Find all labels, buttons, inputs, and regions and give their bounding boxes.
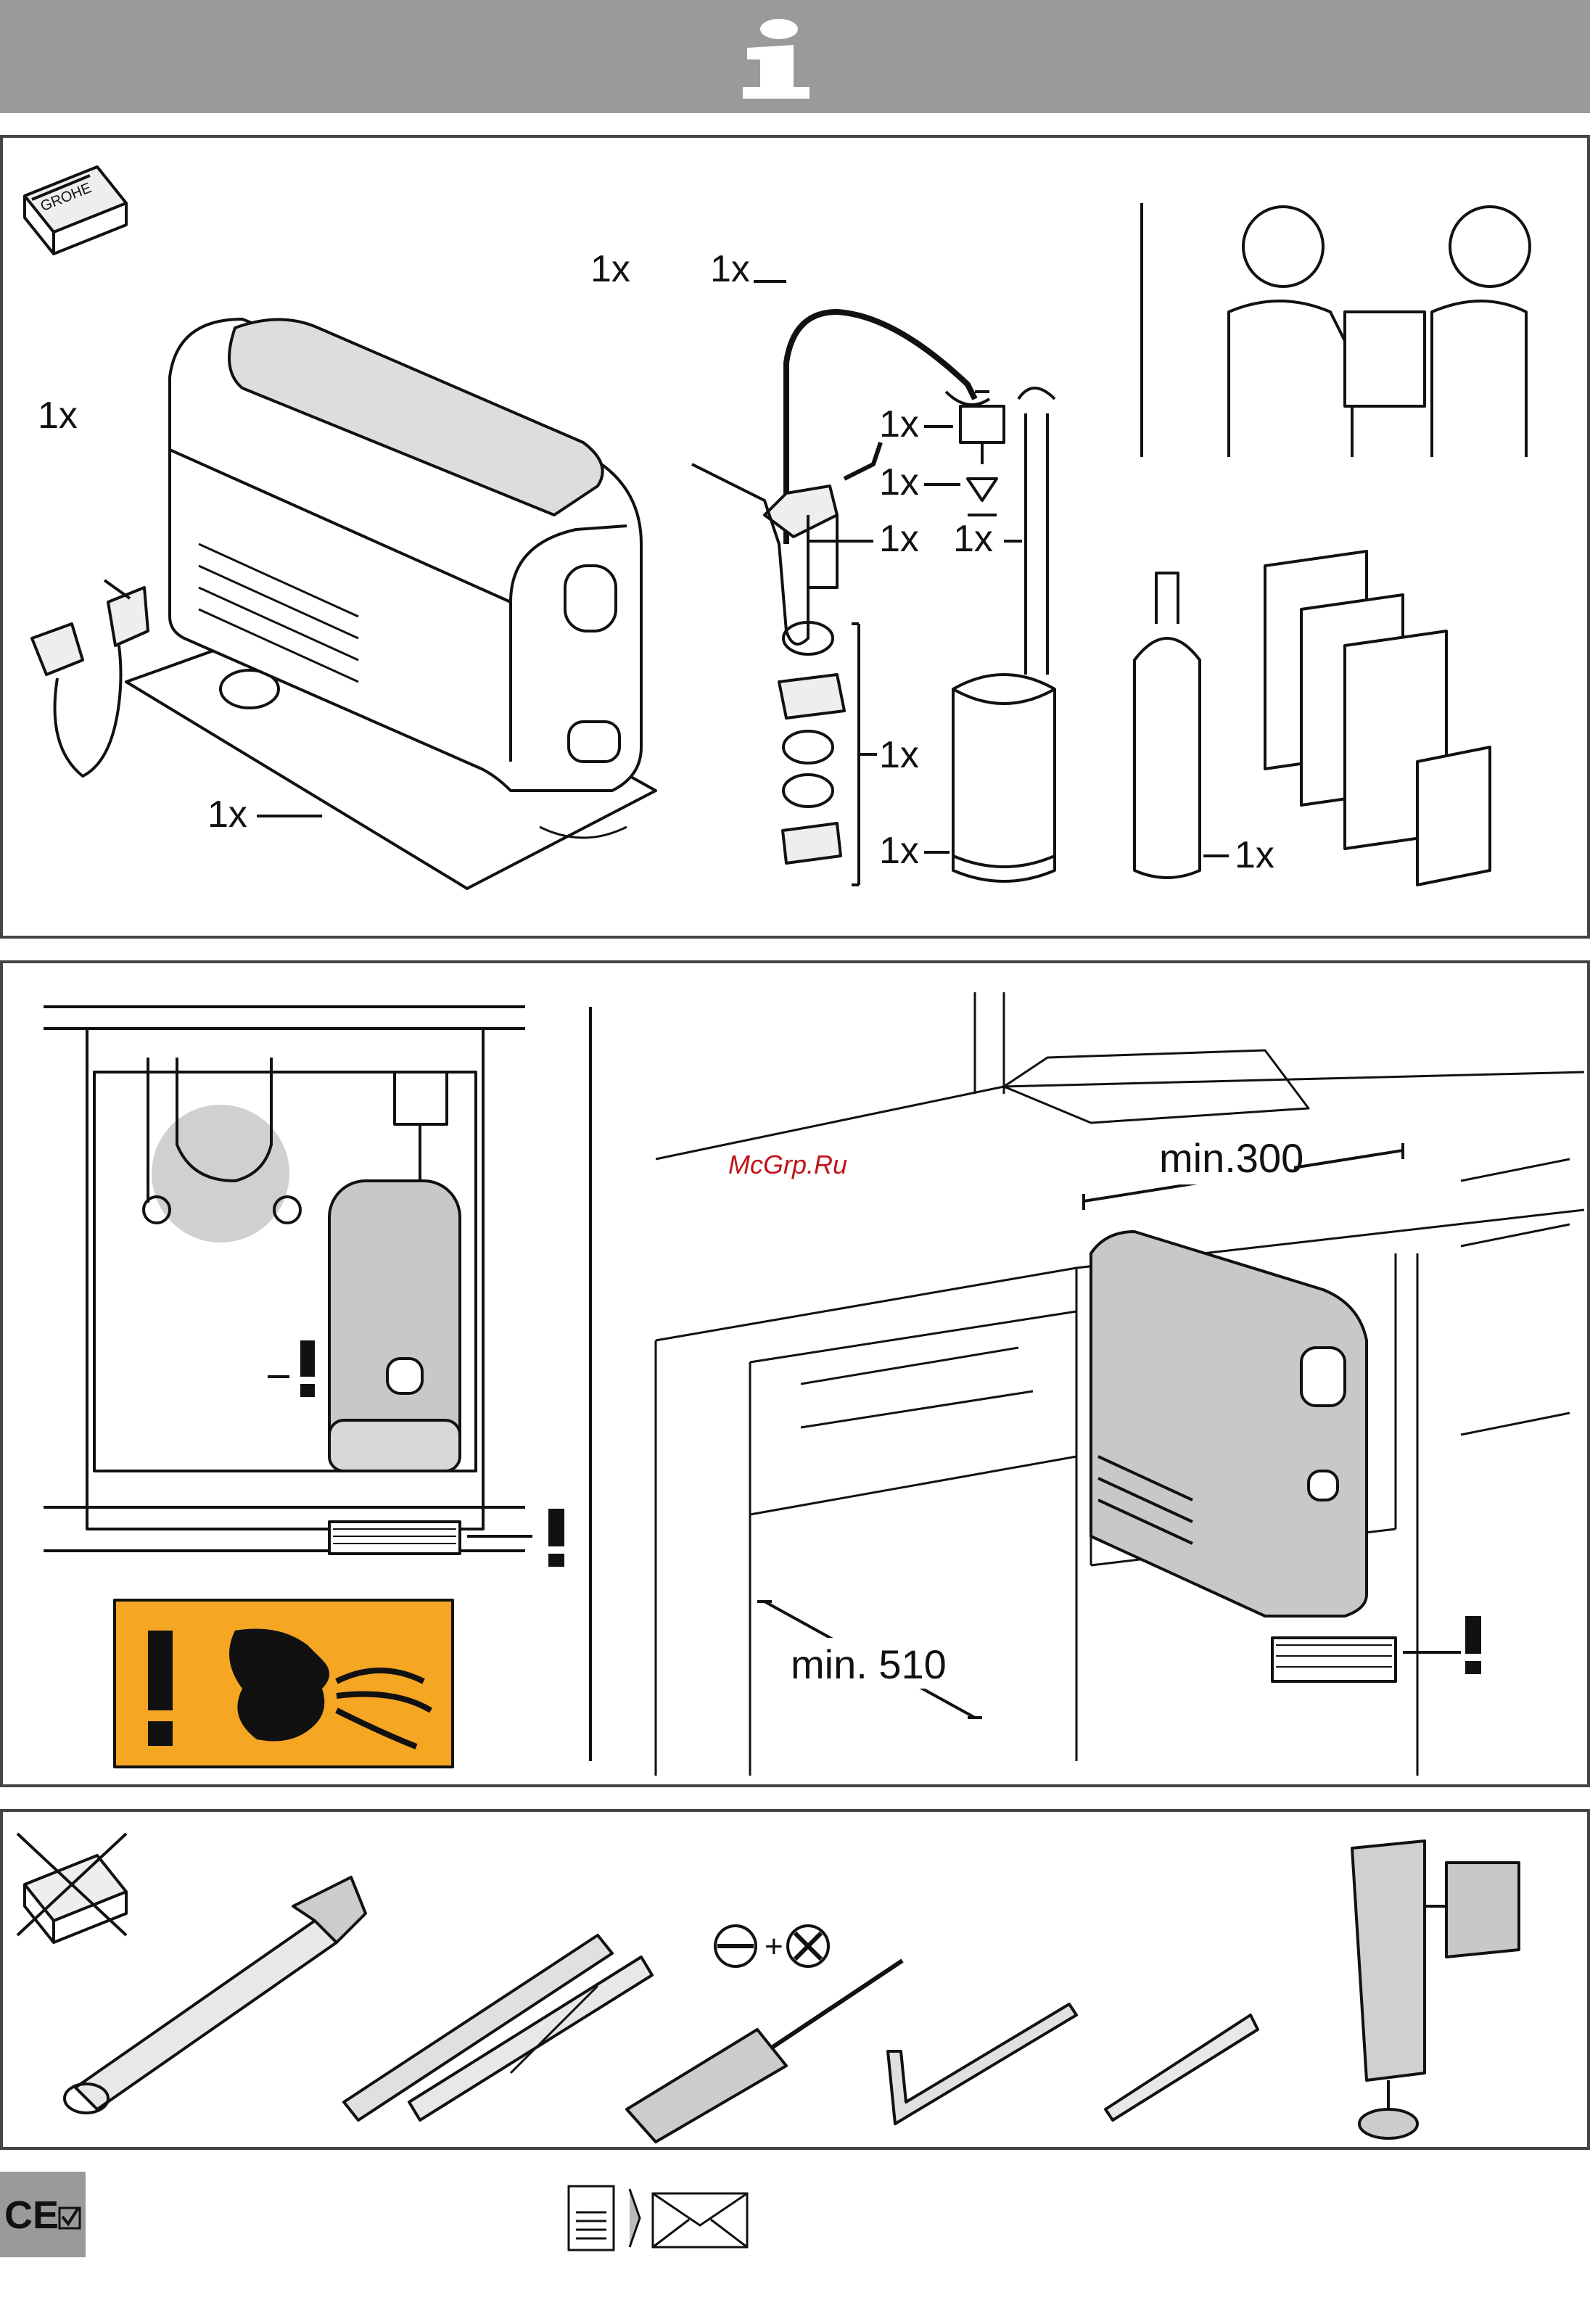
power-cable — [32, 588, 148, 776]
ce-mark-icon: CE — [0, 2172, 86, 2257]
qty-label-cable: 1x — [38, 395, 78, 437]
min-depth-dimension: min. 510 — [791, 1641, 947, 1687]
qty-label-tee: 1x — [879, 403, 919, 445]
folding-ruler-icon — [344, 1935, 652, 2120]
drill-icon — [1352, 1841, 1519, 2138]
filter-cartridge — [953, 675, 1055, 881]
document-icon — [569, 2186, 614, 2250]
filter-cooler-unit-installed — [1091, 1232, 1461, 1681]
qty-label-mat: 1x — [207, 794, 247, 836]
qty-label-cartridge: 1x — [879, 830, 919, 872]
qty-label-unit: 1x — [590, 248, 630, 290]
declaration-mail-icon — [566, 2183, 754, 2256]
package-contents-panel: GROHE — [0, 135, 1590, 939]
ce-mark-box: CE — [0, 2172, 86, 2257]
package-contents-drawing: GROHE — [3, 138, 1587, 936]
chevron-right-icon — [630, 2189, 640, 2247]
pencil-icon — [1105, 2015, 1258, 2120]
qty-label-hose: 1x — [953, 518, 993, 560]
installation-space-panel: min.300 min. 510 McGrp.Ru — [0, 960, 1590, 1787]
screwdriver-plus-sign: + — [765, 1929, 783, 1964]
under-sink-cabinet — [44, 1007, 532, 1554]
manuals-icon — [1265, 551, 1490, 885]
flex-hose — [1018, 388, 1055, 675]
adjustable-wrench-icon — [65, 1877, 366, 2113]
ce-mark-text: CE — [4, 2193, 59, 2237]
qty-label-seals: 1x — [879, 734, 919, 776]
min-width-dimension: min.300 — [1159, 1135, 1303, 1181]
allen-key-icon — [888, 2004, 1076, 2124]
filter-cooler-unit — [170, 319, 641, 838]
required-tools-panel: + — [0, 1809, 1590, 2150]
header-bar — [0, 0, 1590, 113]
info-i-icon — [733, 16, 820, 103]
grohe-box-icon — [25, 167, 126, 254]
qty-label-tap: 1x — [710, 248, 750, 290]
installer-figures-icon — [1229, 207, 1530, 457]
qty-label-bottle: 1x — [1235, 834, 1274, 876]
co2-bottle — [1134, 573, 1200, 878]
required-tools-drawing: + — [3, 1812, 1587, 2147]
watermark: McGrp.Ru — [728, 1150, 847, 1179]
mounting-seals — [779, 622, 877, 885]
footer-icons — [566, 2183, 754, 2259]
check-valve — [968, 479, 997, 515]
installation-space-drawing: min.300 min. 510 McGrp.Ru — [3, 963, 1587, 1784]
screwdriver-icon — [627, 1961, 902, 2142]
envelope-icon — [653, 2193, 747, 2247]
ventilation-warning-sign — [115, 1600, 453, 1767]
qty-label-check: 1x — [879, 461, 919, 503]
qty-label-pipe: 1x — [879, 518, 919, 560]
crossed-box-icon — [17, 1834, 126, 1942]
